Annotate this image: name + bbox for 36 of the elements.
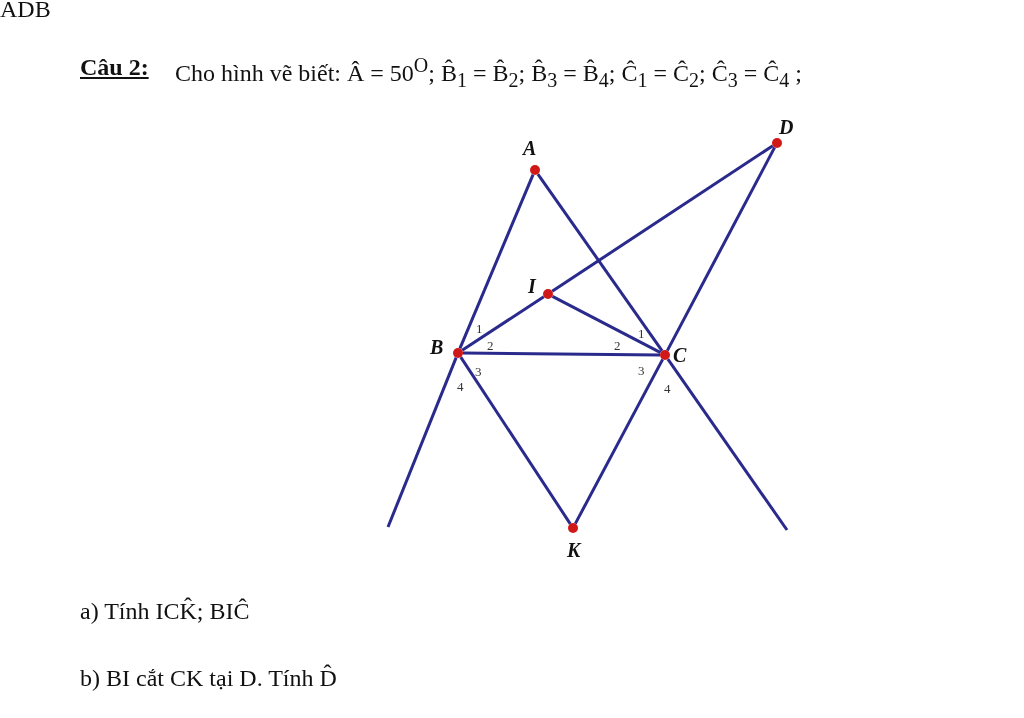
question-heading: Câu 2: <box>80 54 149 81</box>
point-label: D <box>779 117 794 137</box>
point-dot <box>772 138 782 148</box>
line-segment <box>666 358 789 531</box>
point-label: I <box>528 276 536 296</box>
line-segment <box>551 295 662 354</box>
point-dot <box>543 289 553 299</box>
angle-number: 1 <box>638 327 645 340</box>
line-segment <box>459 356 572 525</box>
angle-number: 3 <box>475 365 482 378</box>
point-label: B <box>430 337 444 357</box>
text-line: Cho hình vẽ biết: Â = 50$^{O}$; B̂$_{1}$ = B̂$_{2}$; B̂$_{3}$ = B̂$_{4}$; Ĉ$_{1}$ = Ĉ$_{2}$; Ĉ$_{3}$ = Ĉ$_{4}$ ; <box>175 54 802 91</box>
line-segment <box>461 295 545 352</box>
text-line: ADB <box>0 0 51 23</box>
point-label: C <box>673 345 687 365</box>
line-segment <box>574 358 664 525</box>
point-label: K <box>567 540 581 560</box>
line-segment <box>386 357 458 528</box>
angle-number: 2 <box>614 339 621 352</box>
angle-number: 4 <box>457 380 464 393</box>
point-dot <box>660 350 670 360</box>
line-segment <box>536 173 664 352</box>
point-dot <box>530 165 540 175</box>
line-segment <box>551 144 774 293</box>
line-segment <box>463 351 660 357</box>
angle-number: 3 <box>638 364 645 377</box>
text-line: a) Tính ICK̂; BIĈ <box>80 598 250 625</box>
angle-number: 1 <box>476 322 483 335</box>
point-dot <box>568 523 578 533</box>
angle-number: 2 <box>487 339 494 352</box>
angle-number: 4 <box>664 382 671 395</box>
line-segment <box>666 146 776 352</box>
text-line: b) BI cắt CK tại D. Tính D̂ <box>80 665 337 692</box>
line-segment <box>458 174 535 349</box>
point-label: A <box>523 138 537 158</box>
point-dot <box>453 348 463 358</box>
